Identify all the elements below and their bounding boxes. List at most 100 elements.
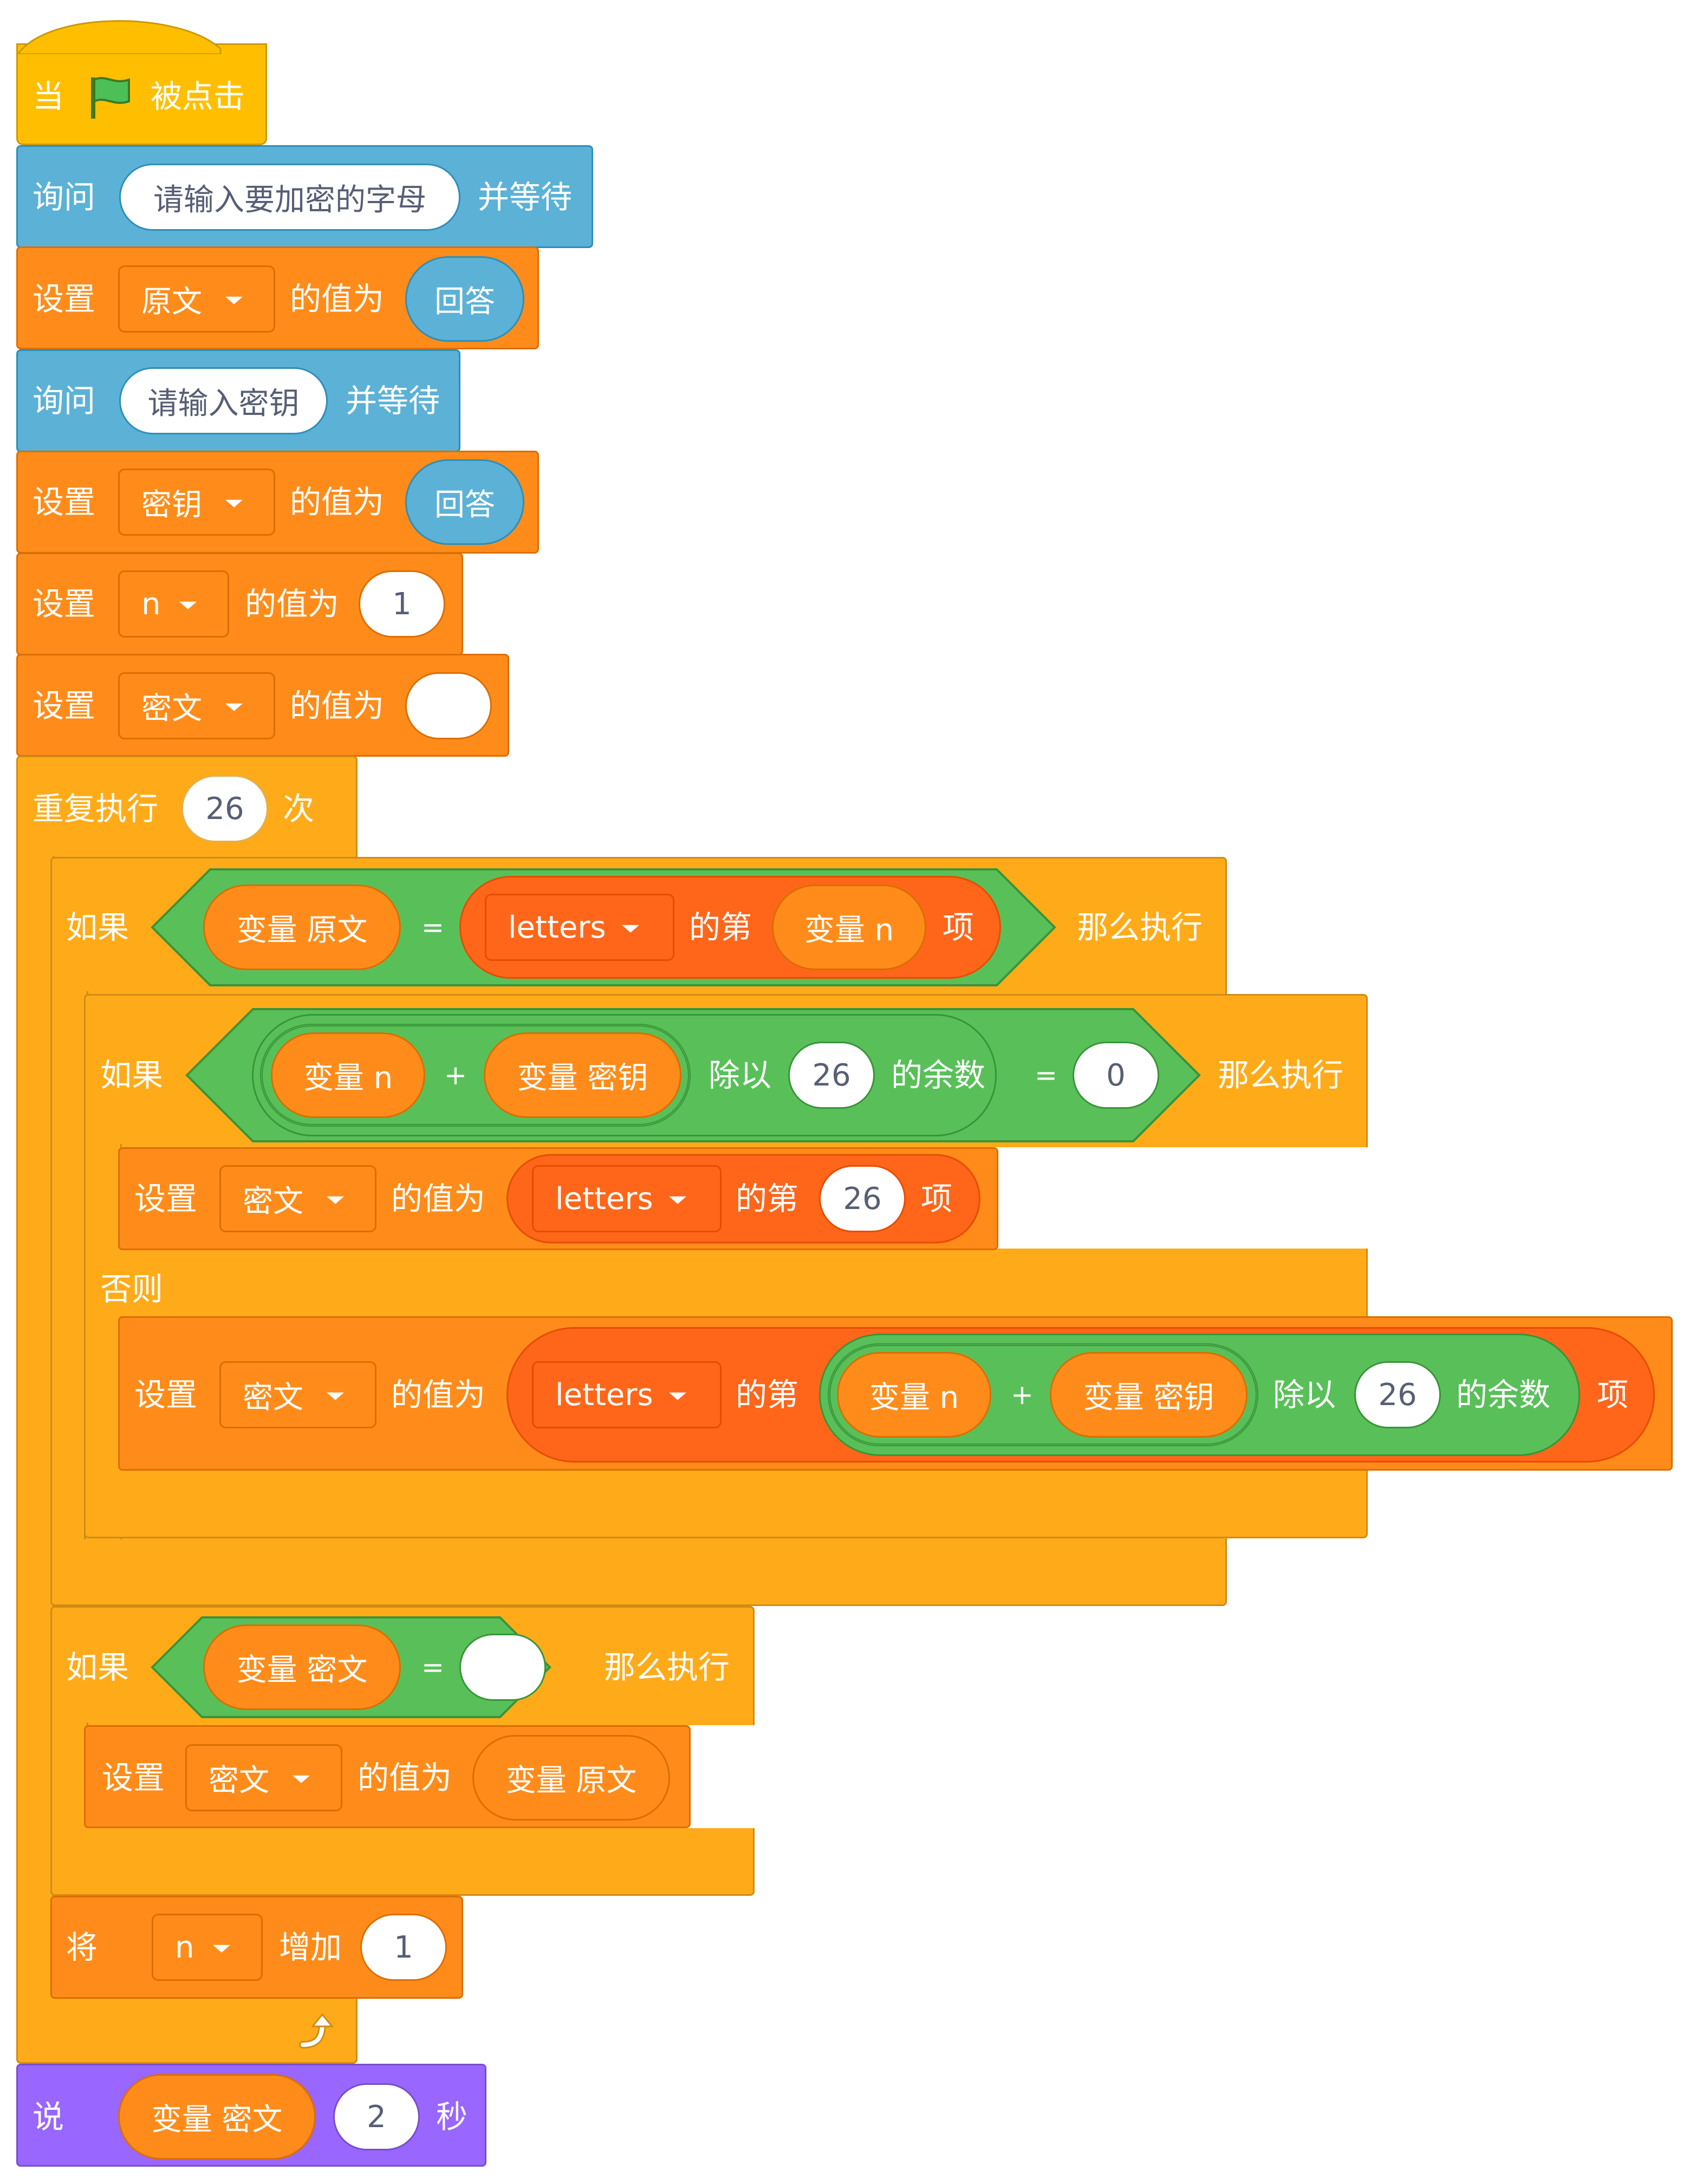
value-of-label: 的值为	[391, 1180, 486, 1217]
value-of-label: 的值为	[245, 586, 340, 622]
variable-reporter[interactable]: 变量 密钥	[1050, 1352, 1248, 1438]
list-dropdown-value: letters	[555, 1377, 653, 1413]
dropdown-arrow-icon	[327, 1392, 344, 1400]
remainder-label: 的余数	[1456, 1376, 1551, 1413]
when-label: 当	[33, 78, 64, 115]
repeat-label: 重复执行	[33, 790, 159, 827]
compare-value-input[interactable]: 0	[1073, 1042, 1159, 1109]
hat-cap	[17, 20, 222, 54]
if-label: 如果	[66, 909, 129, 946]
value-of-label: 的值为	[290, 281, 385, 317]
variable-reporter[interactable]: 变量 n	[772, 885, 926, 970]
item-of-label: 的第	[689, 909, 752, 946]
list-dropdown-value: letters	[555, 1181, 653, 1217]
variable-dropdown[interactable]: 密文	[185, 1744, 342, 1811]
mod-label: 除以	[709, 1057, 772, 1094]
repeat-count-input[interactable]: 26	[181, 775, 268, 842]
variable-reporter[interactable]: 变量 原文	[472, 1735, 670, 1821]
variable-reporter[interactable]: 变量 密文	[203, 1624, 401, 1710]
then-label: 那么执行	[1218, 1057, 1344, 1094]
ask-question-input[interactable]: 请输入要加密的字母	[119, 164, 460, 231]
list-dropdown-value: letters	[508, 909, 606, 945]
remainder-label: 的余数	[891, 1057, 986, 1094]
variable-dropdown[interactable]: 密文	[219, 1165, 376, 1232]
if-block-1-foot	[50, 1538, 1227, 1606]
dropdown-arrow-icon	[669, 1392, 686, 1400]
dropdown-arrow-icon	[293, 1775, 310, 1783]
compare-value-input[interactable]	[459, 1634, 546, 1701]
mod-value-input[interactable]: 26	[788, 1042, 875, 1109]
list-dropdown[interactable]: letters	[532, 1361, 722, 1428]
variable-reporter[interactable]: 变量 密文	[118, 2074, 316, 2160]
ask-label: 询问	[33, 179, 96, 216]
say-label: 说	[33, 2098, 64, 2135]
plus-sign: +	[1011, 1379, 1034, 1410]
variable-dropdown-value: 密文	[243, 1184, 303, 1219]
repeat-times-label: 次	[283, 790, 315, 827]
item-label: 项	[921, 1180, 953, 1217]
repeat-block-arm	[16, 856, 54, 1999]
variable-dropdown-value: n	[175, 1929, 194, 1965]
ask-question-input[interactable]: 请输入密钥	[119, 367, 328, 434]
else-label: 否则	[100, 1271, 164, 1308]
index-input[interactable]: 26	[819, 1165, 906, 1232]
item-label: 项	[1597, 1376, 1629, 1413]
equals-sign: =	[1035, 1060, 1057, 1091]
if-block-3-arm	[50, 1722, 88, 1831]
item-of-label: 的第	[736, 1180, 799, 1217]
dropdown-arrow-icon	[225, 296, 243, 304]
if-else-block-foot	[84, 1468, 1368, 1538]
dropdown-arrow-icon	[213, 1945, 230, 1953]
seconds-input[interactable]: 2	[333, 2083, 420, 2150]
then-label: 那么执行	[604, 1649, 730, 1686]
if-block-3-foot	[50, 1828, 755, 1896]
value-of-label: 的值为	[358, 1759, 452, 1796]
dropdown-arrow-icon	[179, 601, 197, 609]
value-of-label: 的值为	[290, 484, 385, 521]
variable-dropdown-value: 原文	[141, 284, 202, 320]
variable-dropdown[interactable]: 原文	[118, 265, 275, 333]
change-label: 将	[66, 1929, 98, 1966]
dropdown-arrow-icon	[327, 1196, 344, 1204]
variable-dropdown[interactable]: 密钥	[118, 469, 275, 536]
variable-reporter[interactable]: 变量 原文	[203, 885, 401, 970]
ask-label: 询问	[33, 382, 96, 419]
equals-sign: =	[421, 1652, 444, 1683]
answer-reporter[interactable]: 回答	[405, 459, 524, 545]
repeat-block[interactable]	[16, 756, 358, 859]
list-dropdown[interactable]: letters	[532, 1165, 722, 1232]
clicked-label: 被点击	[151, 78, 245, 115]
set-label: 设置	[102, 1759, 165, 1796]
answer-reporter[interactable]: 回答	[405, 256, 524, 342]
value-input[interactable]	[405, 672, 492, 739]
ask-wait-label: 并等待	[478, 179, 573, 216]
variable-dropdown[interactable]: n	[118, 570, 229, 638]
change-value-input[interactable]: 1	[360, 1914, 447, 1981]
value-of-label: 的值为	[391, 1376, 486, 1413]
variable-reporter[interactable]: 变量 n	[837, 1352, 991, 1438]
value-input[interactable]: 1	[359, 570, 445, 638]
item-label: 项	[943, 909, 975, 946]
variable-reporter[interactable]: 变量 密钥	[484, 1032, 681, 1118]
variable-reporter[interactable]: 变量 n	[271, 1032, 425, 1118]
dropdown-arrow-icon	[669, 1196, 686, 1204]
mod-label: 除以	[1273, 1376, 1336, 1413]
dropdown-arrow-icon	[225, 499, 243, 508]
if-label: 如果	[100, 1057, 164, 1094]
variable-dropdown-value: 密文	[209, 1763, 269, 1798]
variable-dropdown[interactable]: 密文	[219, 1361, 376, 1428]
variable-dropdown[interactable]: n	[152, 1914, 263, 1981]
item-of-label: 的第	[736, 1376, 799, 1413]
list-dropdown[interactable]: letters	[485, 894, 674, 961]
dropdown-arrow-icon	[225, 703, 243, 711]
repeat-block-foot	[16, 1996, 358, 2064]
mod-value-input[interactable]: 26	[1354, 1361, 1441, 1428]
set-label: 设置	[33, 687, 96, 724]
seconds-label: 秒	[436, 2098, 468, 2135]
if-block-1-arm	[50, 991, 88, 1541]
set-label: 设置	[33, 484, 96, 521]
variable-dropdown-value: 密文	[141, 691, 202, 726]
set-label: 设置	[33, 586, 96, 622]
dropdown-arrow-icon	[622, 925, 639, 933]
variable-dropdown[interactable]: 密文	[118, 672, 275, 739]
